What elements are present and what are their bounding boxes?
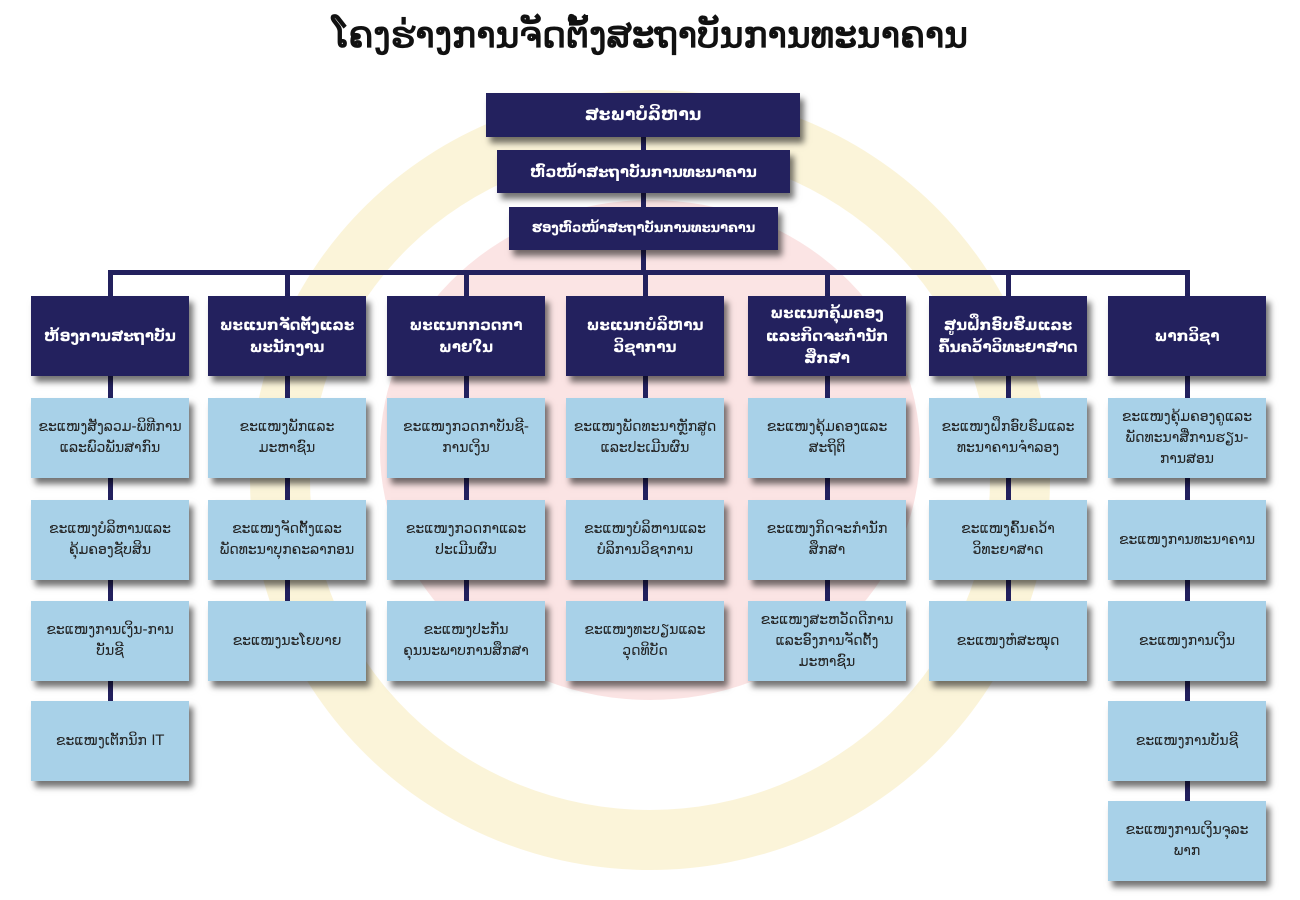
unit-box[interactable]: ຂະແໜງພັກແລະມະຫາຊົນ <box>208 398 366 478</box>
unit-box[interactable]: ຂະແໜງປະກັນຄຸນນະພາບການສຶກສາ <box>387 601 545 681</box>
leadership-box-board-of-directors[interactable]: ສະພາບໍລິຫານ <box>486 93 800 137</box>
unit-box[interactable]: ຂະແໜງກວດກາບັນຊີ-ການເງິນ <box>387 398 545 478</box>
department-header[interactable]: ພະແນກບໍລິຫານວິຊາການ <box>566 296 724 376</box>
unit-box[interactable]: ຂະແໜງບໍລິຫານແລະບໍລິການວິຊາການ <box>566 500 724 580</box>
unit-box[interactable]: ຂະແໜງຄຸ້ມຄອງແລະສະຖິຕິ <box>748 398 906 478</box>
unit-box[interactable]: ຂະແໜງການເງິນ <box>1108 601 1266 681</box>
unit-box[interactable]: ຂະແໜງສັງລວມ-ພິທີການແລະພົວພັນສາກົນ <box>31 398 189 478</box>
department-header[interactable]: ພະແນກຈັດຕັ້ງແລະພະນັກງານ <box>208 296 366 376</box>
unit-box[interactable]: ຂະແໜງບໍລິຫານແລະຄຸ້ມຄອງຊັບສິນ <box>31 500 189 580</box>
unit-box[interactable]: ຂະແໜງກວດກາແລະປະເມີນຜົນ <box>387 500 545 580</box>
connector-line <box>108 270 113 711</box>
leadership-box-deputy-director[interactable]: ຮອງຫົວໜ້າສະຖາບັນການທະນາຄານ <box>509 207 778 250</box>
page-title: ໂຄງຮ່າງການຈັດຕັ້ງສະຖາບັນການທະນາຄານ <box>331 14 969 56</box>
leadership-box-director[interactable]: ຫົວໜ້າສະຖາບັນການທະນາຄານ <box>497 150 790 193</box>
unit-box[interactable]: ຂະແໜງການເງິນຈຸລະພາກ <box>1108 801 1266 881</box>
department-header[interactable]: ພະແນກກວດກາພາຍໃນ <box>387 296 545 376</box>
department-header[interactable]: ສູນຝຶກອົບຮົມແລະຄົ້ນຄວ້າວິທະຍາສາດ <box>929 296 1087 376</box>
unit-box[interactable]: ຂະແໜງກິດຈະກຳນັກສຶກສາ <box>748 500 906 580</box>
unit-box[interactable]: ຂະແໜງເຕັກນິກ IT <box>31 701 189 781</box>
unit-box[interactable]: ຂະແໜງການທະນາຄານ <box>1108 500 1266 580</box>
unit-box[interactable]: ຂະແໜງຈັດຕັ້ງແລະພັດທະນາບຸກຄະລາກອນ <box>208 500 366 580</box>
unit-box[interactable]: ຂະແໜງຝຶກອົບຮົມແລະທະນາຄານຈຳລອງ <box>929 398 1087 478</box>
unit-box[interactable]: ຂະແໜງສະຫວັດດີການແລະອົງການຈັດຕັ້ງມະຫາຊົນ <box>748 601 906 681</box>
unit-box[interactable]: ຂະແໜງການບັນຊີ <box>1108 701 1266 781</box>
connector-line <box>108 270 1189 275</box>
department-header[interactable]: ຫ້ອງການສະຖາບັນ <box>31 296 189 376</box>
department-header[interactable]: ພາກວິຊາ <box>1108 296 1266 376</box>
unit-box[interactable]: ຂະແໜງຫໍສະໝຸດ <box>929 601 1087 681</box>
unit-box[interactable]: ຂະແໜງການເງິນ-ການບັນຊີ <box>31 601 189 681</box>
department-header[interactable]: ພະແນກຄຸ້ມຄອງແລະກິດຈະກຳນັກສຶກສາ <box>748 296 906 376</box>
unit-box[interactable]: ຂະແໜງພັດທະນາຫຼັກສູດແລະປະເມີນຜົນ <box>566 398 724 478</box>
unit-box[interactable]: ຂະແໜງຄຸ້ມຄອງຄູແລະພັດທະນາສື່ການຮຽນ-ການສອນ <box>1108 398 1266 478</box>
unit-box[interactable]: ຂະແໜງທະບຽນແລະວຸດທິບັດ <box>566 601 724 681</box>
unit-box[interactable]: ຂະແໜງຄົ້ນຄວ້າວິທະຍາສາດ <box>929 500 1087 580</box>
unit-box[interactable]: ຂະແໜງນະໂຍບາຍ <box>208 601 366 681</box>
connector-line <box>641 130 646 274</box>
